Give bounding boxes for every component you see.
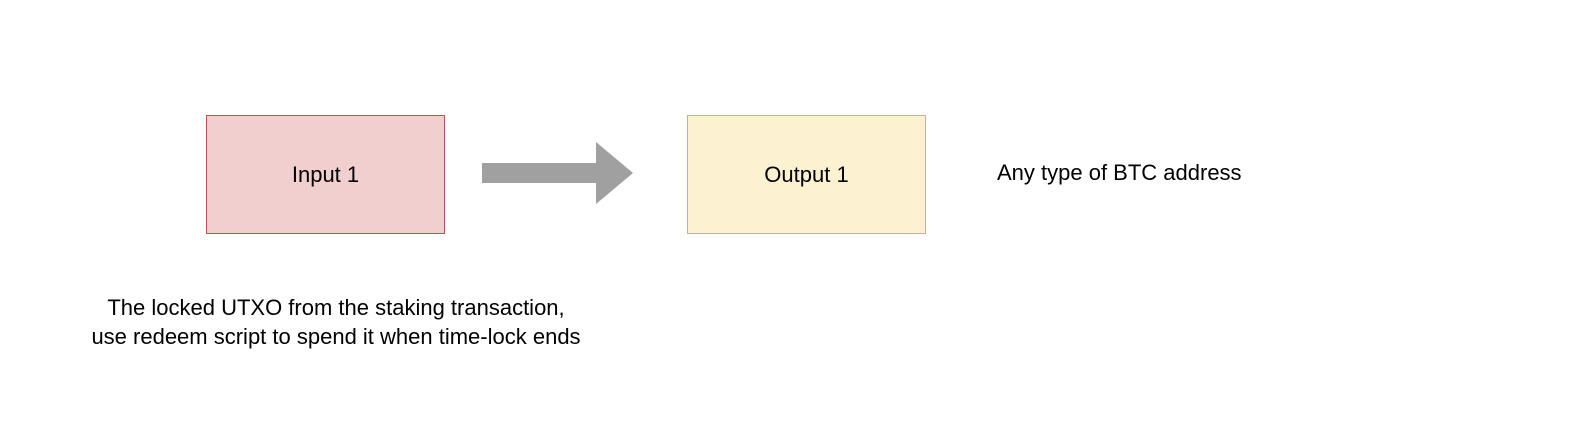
input-1-label: Input 1 [291,161,360,187]
flow-arrow-icon [482,142,633,204]
input-description-line-2: use redeem script to spend it when time-… [91,324,581,349]
input-description-note: The locked UTXO from the staking transac… [40,293,632,351]
input-1-box: Input 1 [206,115,445,234]
output-1-label: Output 1 [764,161,849,187]
flow-arrow-shape [482,142,633,204]
input-description-line-1: The locked UTXO from the staking transac… [107,295,565,320]
output-1-box: Output 1 [687,115,926,234]
output-address-note: Any type of BTC address [997,160,1242,185]
